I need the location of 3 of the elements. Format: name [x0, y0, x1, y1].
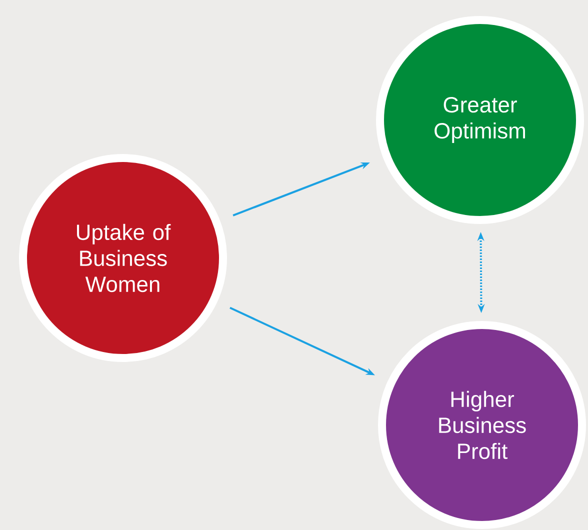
circle-node: Uptake of Business Women — [19, 154, 227, 362]
circle-node: Greater Optimism — [376, 16, 584, 224]
circle-node: Higher Business Profit — [378, 321, 586, 529]
